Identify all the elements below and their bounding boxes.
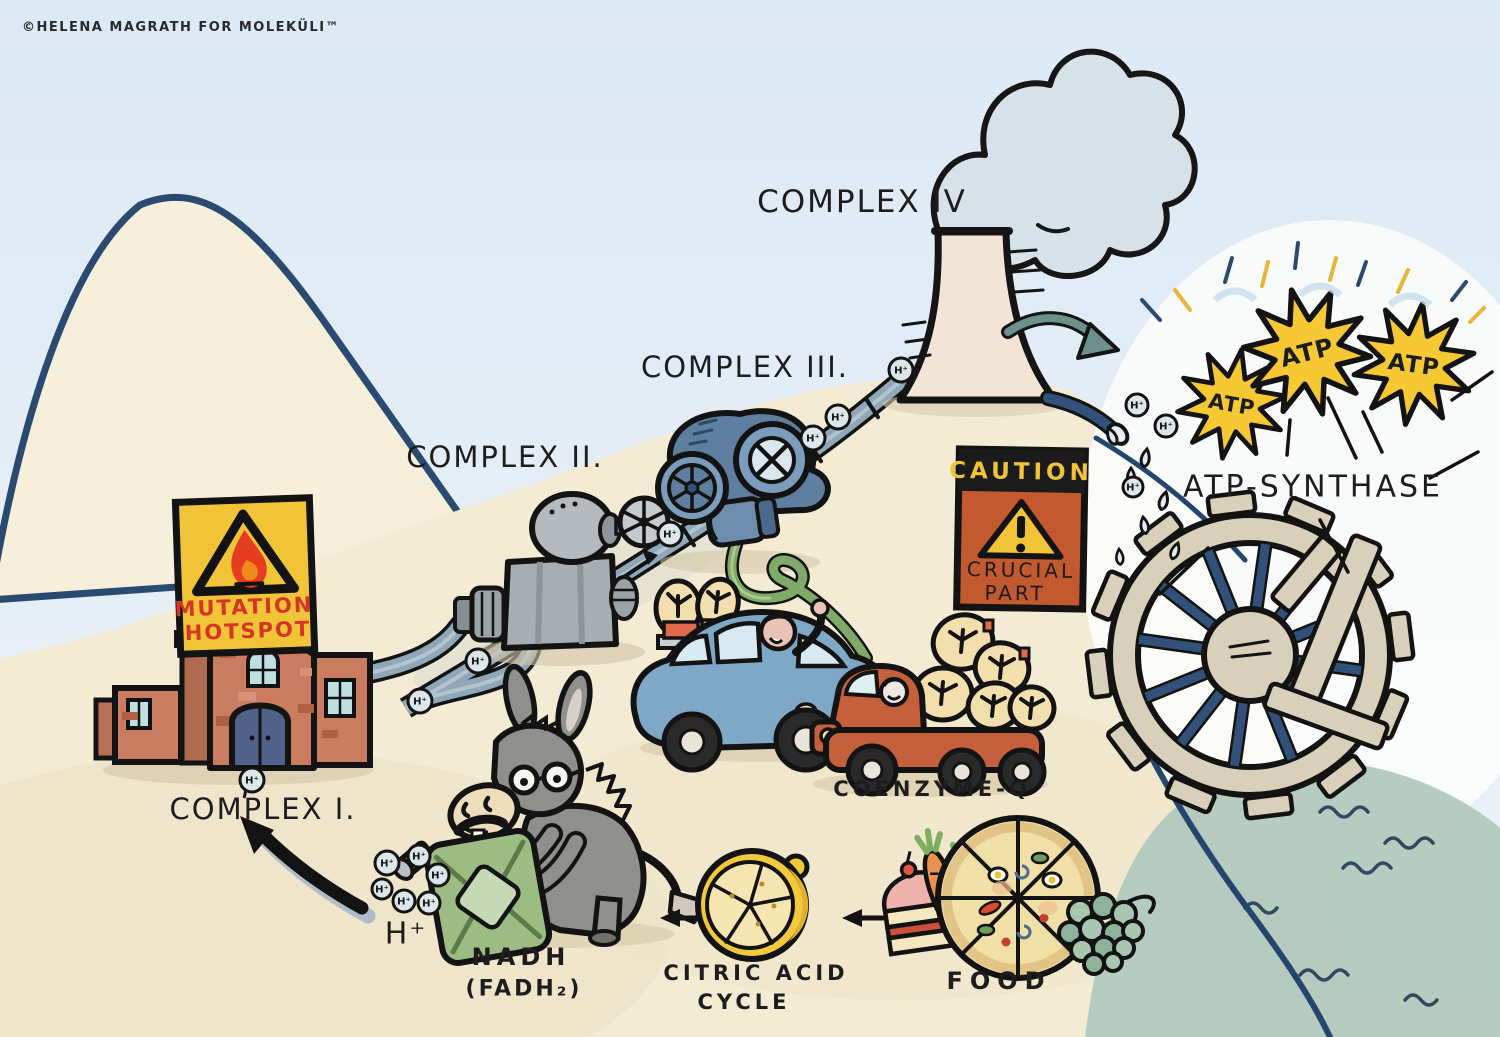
far-hill [0,193,502,603]
svg-text:H⁺: H⁺ [412,852,426,863]
label-fadh2: (FADH₂) [465,976,583,1002]
paddles [1084,489,1416,821]
label-complex3: COMPLEX III. [640,350,850,384]
label-h-plus: H⁺ [384,916,428,952]
factory-complex1 [93,625,373,799]
flow-arrow-food-to-citric [842,909,886,927]
truck-driver [879,677,909,707]
atp-star: ATP [1351,301,1477,427]
sign-text-part: PART [984,580,1046,606]
complex3-machine [655,408,831,548]
credit-line: ©HELENA MAGRATH FOR MOLEKÜLI™ [22,20,341,35]
label-coenzyme-q: COENZYME-Q [833,777,1031,801]
falling-protons: H⁺ H⁺ H⁺ [1106,392,1181,567]
pipe-protons: H⁺ H⁺ H⁺ H⁺ H⁺ H⁺ H⁺ [238,356,915,794]
svg-text:H⁺: H⁺ [1126,483,1140,494]
valve-wheel-icon [617,495,671,549]
electron-exit-arrow [1001,311,1120,360]
grapes [1057,892,1156,976]
svg-text:H⁺: H⁺ [422,899,436,910]
sign-text-hotspot: HOTSPOT [184,616,312,646]
mutation-hotspot-sign [171,494,319,658]
waves [1243,805,1439,1007]
label-nadh: NADH [471,943,571,971]
ubiquinone-cargo [911,612,1057,732]
svg-text:H⁺: H⁺ [831,413,845,424]
svg-text:H⁺: H⁺ [375,885,389,896]
wheel-support-planks [1262,533,1390,751]
svg-text:H⁺: H⁺ [894,366,908,377]
svg-text:H⁺: H⁺ [663,530,677,541]
svg-text:H⁺: H⁺ [471,657,485,668]
label-atp-synthase: ATP-SYNTHASE [1183,469,1443,505]
complex1-arrow [240,816,376,924]
label-complex2: COMPLEX II. [406,440,604,474]
atp-star: ATP [1240,287,1374,417]
sign-text-crucial: CRUCIAL [966,557,1076,583]
smoke-detail [1036,223,1070,234]
svg-text:H⁺: H⁺ [397,897,411,908]
glasses-icon [508,761,583,796]
caution-sign [953,445,1089,613]
spilled-protons: H⁺ H⁺ H⁺ H⁺ H⁺ H⁺ [370,843,451,916]
coenzyme-q-truck [809,612,1057,797]
lemon-citric-cycle [695,848,810,962]
label-complex1: COMPLEX I. [169,792,357,826]
label-citric-acid-1: CITRIC ACID [663,961,849,985]
svg-text:H⁺: H⁺ [245,776,259,787]
atp-stars: ATP ATP ATP [1175,287,1477,461]
label-complex4: COMPLEX IV [757,184,967,220]
rays [1140,241,1494,596]
complex2-machine [453,491,671,651]
svg-text:H⁺: H⁺ [413,697,427,708]
svg-text:H⁺: H⁺ [806,434,820,445]
svg-text:H⁺: H⁺ [380,859,394,870]
car-driver [758,598,830,656]
smoke-cloud [930,48,1198,279]
label-food: FOOD [946,967,1052,995]
label-citric-acid-2: CYCLE [697,990,791,1014]
water [1085,761,1500,1037]
svg-text:H⁺: H⁺ [1130,401,1144,412]
svg-text:H⁺: H⁺ [431,871,445,882]
svg-text:H⁺: H⁺ [1159,422,1173,433]
sign-text-caution: CAUTION [948,457,1094,487]
